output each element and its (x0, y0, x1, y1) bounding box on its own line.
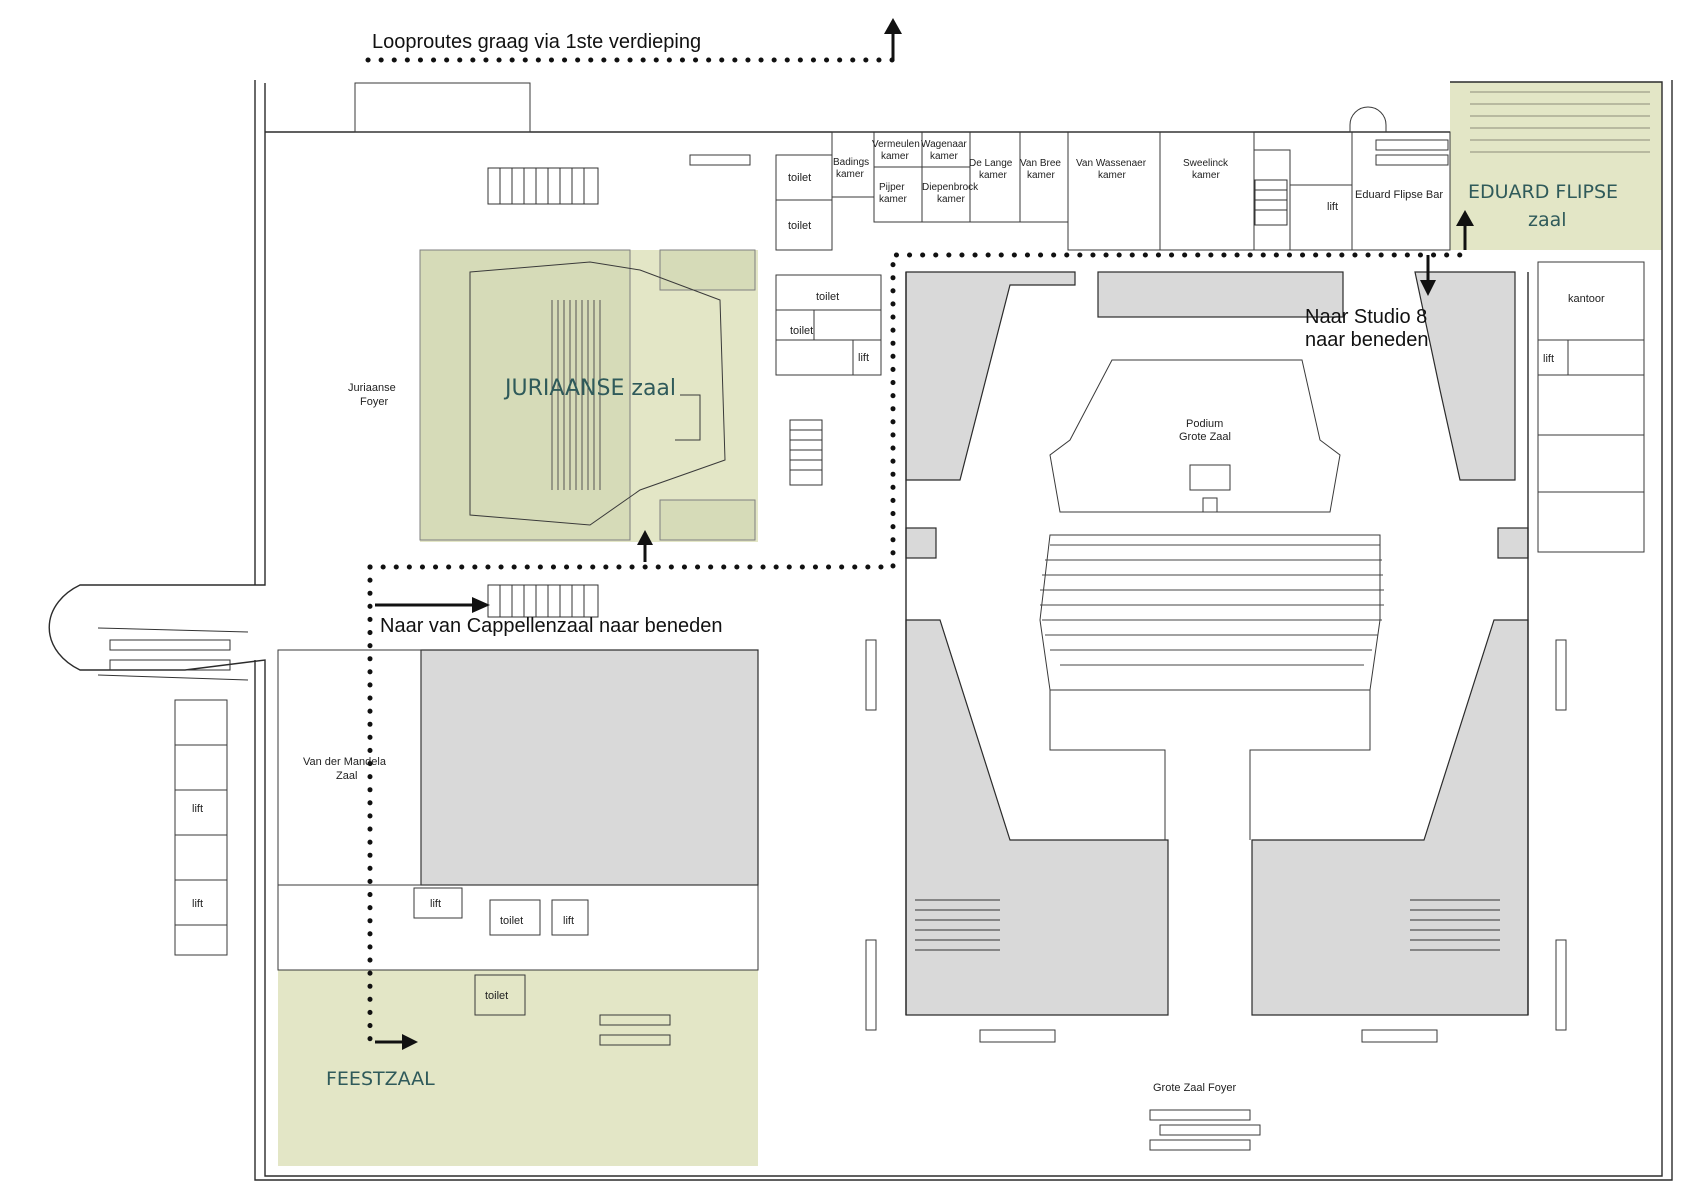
toilet-label: toilet (500, 915, 523, 927)
lift-label: lift (1327, 201, 1338, 213)
vanbree-kamer-2: kamer (1027, 170, 1055, 181)
delange-kamer-1: De Lange (969, 158, 1013, 169)
route-note-top: Looproutes graag via 1ste verdieping (372, 31, 701, 53)
kantoor-block (1537, 261, 1645, 553)
toilet-block-juriaanse (775, 274, 882, 376)
route-note-studio-1: Naar Studio 8 (1305, 306, 1427, 328)
eduard-flipse-stage-lines (1470, 91, 1650, 153)
juriaanse-foyer-label-1: Juriaanse (348, 382, 396, 394)
podium-label-2: Grote Zaal (1179, 431, 1231, 443)
diepenbrock-kamer-1: Diepenbrock (922, 182, 979, 193)
juriaanse-zaal-label[interactable]: JURIAANSE zaal (503, 376, 676, 401)
toilet-label: toilet (485, 990, 508, 1002)
vanbree-kamer-1: Van Bree (1020, 158, 1061, 169)
badings-kamer-1: Badings (833, 157, 869, 168)
podium-label-1: Podium (1186, 418, 1223, 430)
lift-label: lift (563, 915, 574, 927)
grote-zaal-foyer-label: Grote Zaal Foyer (1153, 1082, 1236, 1094)
eduard-flipse-zaal-area[interactable] (1450, 82, 1662, 250)
grote-zaal (865, 271, 1567, 1151)
eduard-flipse-label-2[interactable]: zaal (1528, 209, 1567, 231)
toilet-block-bottom (413, 887, 671, 1046)
lift-label: lift (192, 803, 203, 815)
juriaanse-stage (419, 249, 756, 541)
delange-kamer-2: kamer (979, 170, 1007, 181)
toilet-label: toilet (816, 291, 839, 303)
left-escalator (97, 627, 249, 681)
sweelinck-kamer-2: kamer (1192, 170, 1220, 181)
lift-label: lift (1543, 353, 1554, 365)
pijper-kamer-2: kamer (879, 194, 907, 205)
vanwassenaer-kamer-1: Van Wassenaer (1076, 158, 1147, 169)
vermeulen-kamer-2: kamer (881, 151, 909, 162)
eduard-flipse-label-1[interactable]: EDUARD FLIPSE (1468, 181, 1618, 203)
pijper-kamer-1: Pijper (879, 182, 905, 193)
feestzaal-area[interactable] (278, 970, 758, 1166)
vanwassenaer-kamer-2: kamer (1098, 170, 1126, 181)
kantoor-label: kantoor (1568, 293, 1605, 305)
diepenbrock-kamer-2: kamer (937, 194, 965, 205)
toilet-label: toilet (790, 325, 813, 337)
walking-route (365, 57, 1468, 1043)
top-room-row (689, 106, 1451, 251)
route-arrows (375, 18, 1474, 1050)
sweelinck-kamer-1: Sweelinck (1183, 158, 1229, 169)
lift-label: lift (858, 352, 869, 364)
lift-label: lift (192, 898, 203, 910)
mandela-grey-room (420, 649, 759, 886)
toilet-label: toilet (788, 220, 811, 232)
feestzaal-label[interactable]: FEESTZAAL (326, 1068, 435, 1090)
route-note-cappellen: Naar van Cappellenzaal naar beneden (380, 615, 722, 637)
toilet-label: toilet (788, 172, 811, 184)
vandermandela-label-1: Van der Mandela (303, 756, 387, 768)
lift-label: lift (430, 898, 441, 910)
juriaanse-foyer-label-2: Foyer (360, 396, 388, 408)
vandermandela-label-2: Zaal (336, 770, 357, 782)
wagenaar-kamer-1: Wagenaar (921, 139, 967, 150)
stairs (487, 167, 1288, 618)
badings-kamer-2: kamer (836, 169, 864, 180)
wagenaar-kamer-2: kamer (930, 151, 958, 162)
vermeulen-kamer-1: Vermeulen (872, 139, 920, 150)
route-note-studio-2: naar beneden (1305, 329, 1428, 351)
eduard-flipse-bar-label: Eduard Flipse Bar (1355, 189, 1443, 201)
